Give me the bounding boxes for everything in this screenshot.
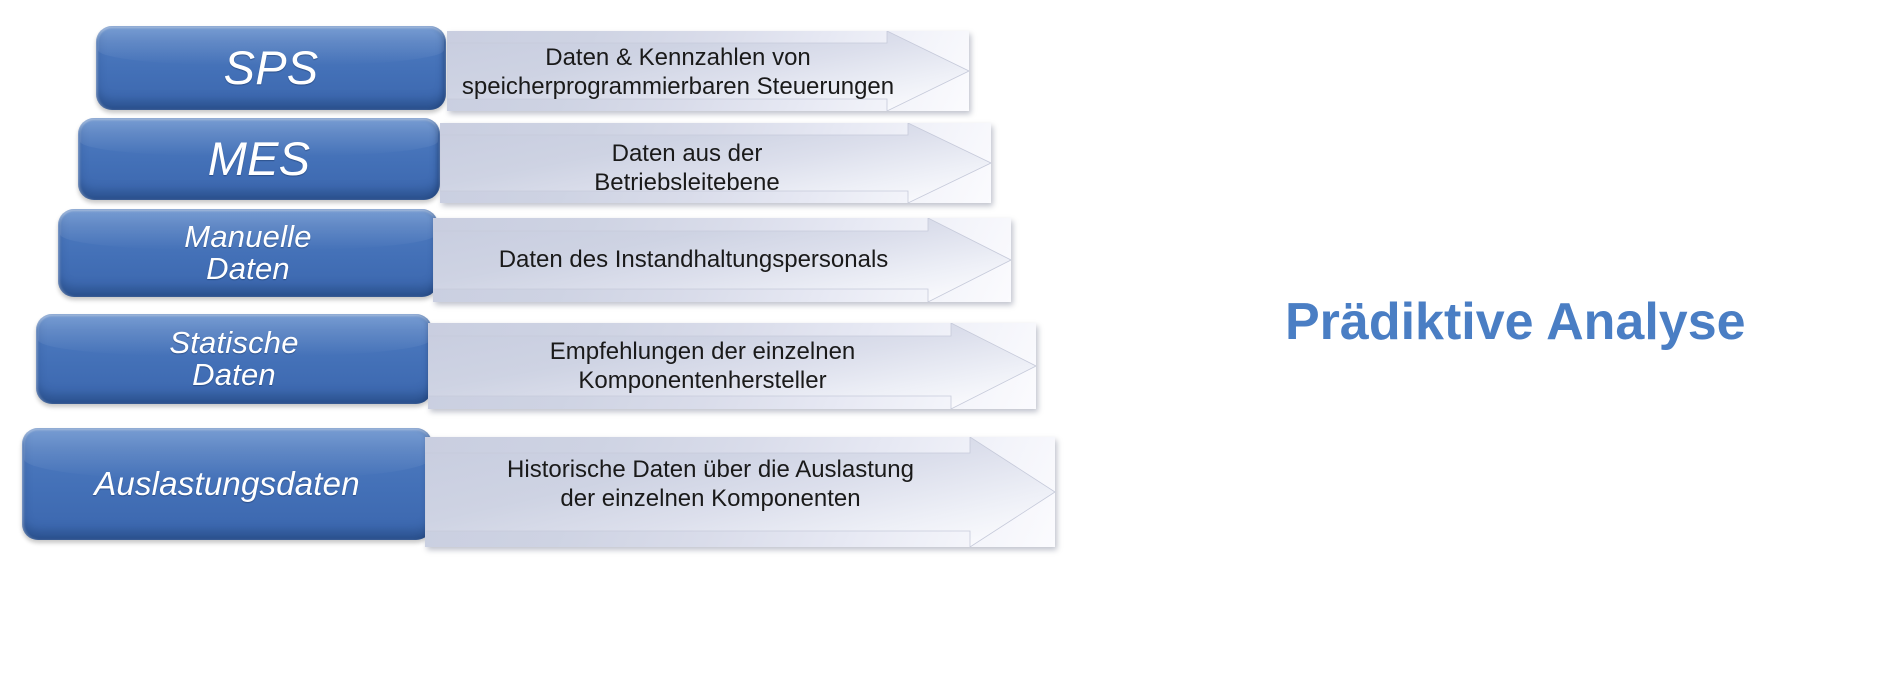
source-box-label: Auslastungsdaten [94, 464, 360, 502]
source-box-label: Statische Daten [169, 324, 299, 392]
flow-arrow-label-manuelle-daten: Daten des Instandhaltungspersonals [498, 246, 889, 273]
flow-arrow-label-mes: Daten aus der Betriebsleitebene [594, 140, 780, 197]
flow-arrow-mes[interactable] [440, 123, 991, 203]
flow-arrow-sps[interactable] [447, 31, 969, 111]
source-box-auslastungsdaten[interactable]: Auslastungsdaten [22, 428, 432, 540]
flow-arrow-auslastungsdaten[interactable] [425, 437, 1055, 547]
flow-arrow-label-statische-daten: Empfehlungen der einzelnen Komponentenhe… [549, 338, 856, 395]
diagram-row-manuelle-daten: Manuelle Daten Daten des Instandhaltungs… [0, 0, 1883, 302]
diagram-row-sps: SPS Daten & Kennzahlen von speicherprogr… [0, 0, 1883, 111]
source-box-sps[interactable]: SPS [96, 26, 446, 110]
source-box-label: Manuelle Daten [184, 218, 312, 286]
flow-arrow-label-auslastungsdaten: Historische Daten über die Auslastung de… [507, 456, 914, 513]
diagram-row-auslastungsdaten: Auslastungsdaten Historische Daten über … [0, 0, 1883, 547]
source-box-label: SPS [223, 40, 319, 94]
source-box-statische-daten[interactable]: Statische Daten [36, 314, 432, 404]
flow-arrow-statische-daten[interactable] [428, 323, 1036, 409]
analysis-title: Prädiktive Analyse [1285, 293, 1746, 351]
source-box-mes[interactable]: MES [78, 118, 440, 200]
diagram-row-statische-daten: Statische Daten Empfehlungen der einzeln… [0, 0, 1883, 409]
flow-arrow-manuelle-daten[interactable] [433, 218, 1011, 302]
source-box-manuelle-daten[interactable]: Manuelle Daten [58, 209, 438, 297]
flow-arrow-label-sps: Daten & Kennzahlen von speicherprogrammi… [461, 44, 895, 101]
diagram-row-mes: MES Daten aus der Betriebsleitebene [0, 0, 1883, 203]
source-box-label: MES [207, 131, 311, 185]
